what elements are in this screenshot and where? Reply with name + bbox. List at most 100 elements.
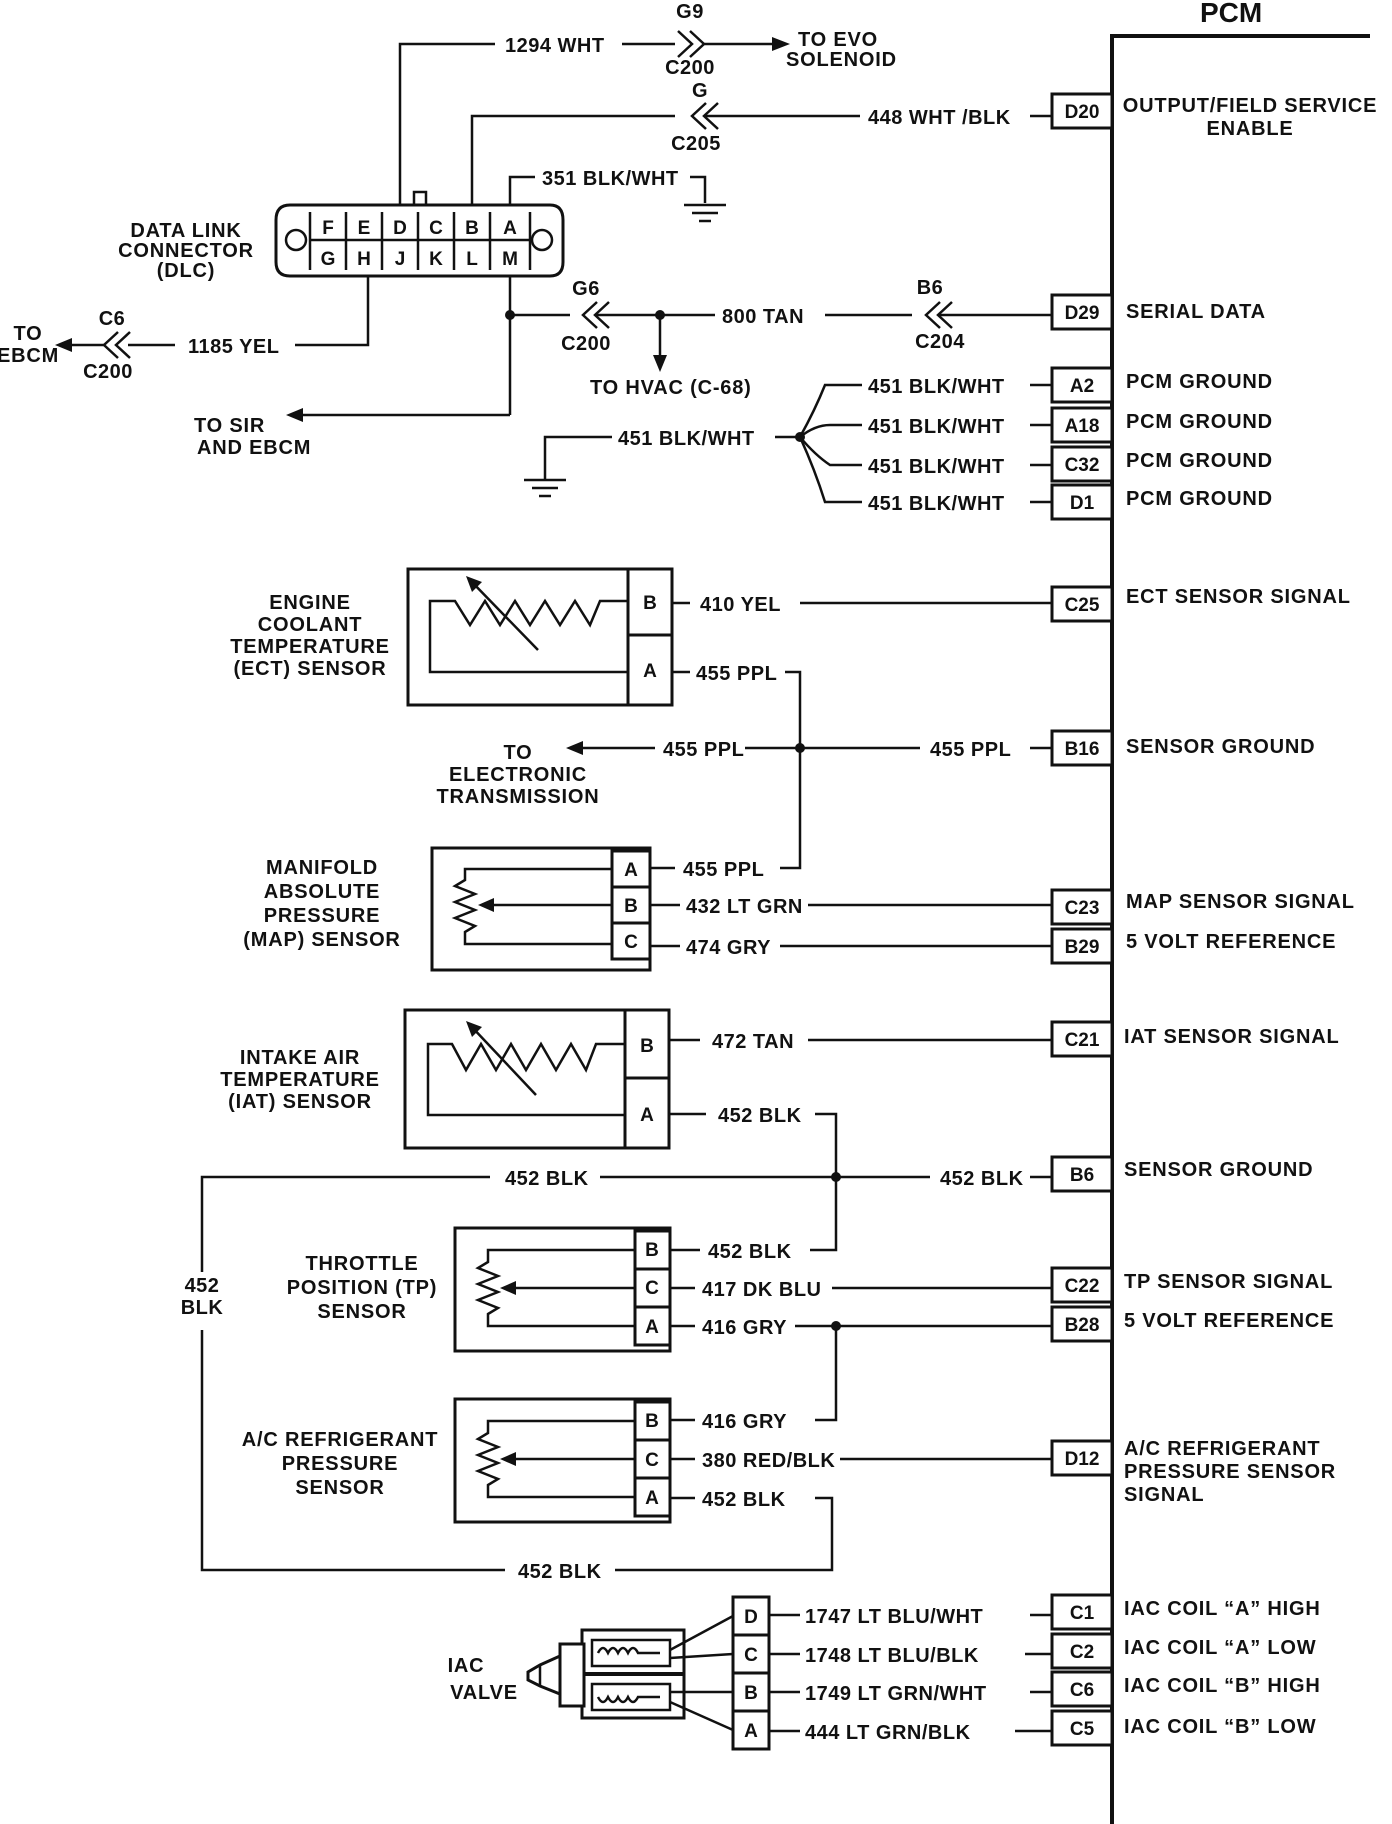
pcm-signal-name: ENABLE	[1206, 118, 1293, 140]
sensor-label: SENSOR	[295, 1477, 384, 1499]
sensor-label: (MAP) SENSOR	[243, 929, 400, 951]
dlc-pin-label: A	[503, 218, 517, 239]
wire-451-branch	[798, 436, 862, 504]
wire-label: 452	[185, 1275, 220, 1297]
sensor-label: (ECT) SENSOR	[234, 658, 387, 680]
sensor-pin-label: A	[624, 860, 638, 881]
pcm-pin-box	[1050, 888, 1114, 926]
sensor-pin-label: B	[640, 1036, 654, 1057]
wire-label: 452 BLK	[708, 1241, 792, 1263]
sensor-pin-label: C	[645, 1450, 659, 1471]
wire-label: 455 PPL	[930, 739, 1011, 761]
sensor-label: THROTTLE	[305, 1253, 418, 1275]
pcm-pin-box	[1050, 1439, 1114, 1477]
wire-451	[543, 435, 612, 480]
arrowhead	[772, 37, 790, 51]
potentiometer-symbol	[474, 1248, 635, 1328]
wire-452	[200, 1330, 505, 1572]
wire-452	[615, 1496, 834, 1572]
iac-valve-flange	[558, 1642, 586, 1708]
wire-416	[815, 1326, 838, 1422]
wire-label: 417 DK BLU	[702, 1279, 821, 1301]
sensor-label: PRESSURE	[264, 905, 380, 927]
pcm-pin-label: C23	[1065, 898, 1100, 919]
ect-sensor: B A ENGINE COOLANT TEMPERATURE (ECT) SEN…	[230, 567, 1052, 870]
map-sensor: A B C MANIFOLD ABSOLUTE PRESSURE (MAP) S…	[243, 846, 1052, 972]
iac-coil-a	[590, 1638, 672, 1668]
pcm-ground-circuit: 451 BLK/WHT 451 BLK/WHT 451 BLK/WHT 451 …	[524, 376, 1052, 515]
sensor-ground-452: 452 BLK 452 BLK 452 BLK 452 BLK	[181, 1168, 1052, 1583]
iat-pin-a	[623, 1076, 671, 1150]
wire-label: 1749 LT GRN/WHT	[805, 1683, 987, 1705]
variable-arrow	[469, 579, 539, 651]
wire-label: 451 BLK/WHT	[868, 376, 1005, 398]
pcm-signal-name: IAC COIL “A” HIGH	[1124, 1598, 1321, 1620]
pcm-pin-label: C1	[1070, 1603, 1095, 1624]
pcm-signal-name: PCM GROUND	[1126, 411, 1273, 433]
connector-label: G9	[676, 1, 704, 23]
wire-label: 452 BLK	[518, 1561, 602, 1583]
destination-label: TO EVO	[798, 29, 878, 51]
wire-351	[508, 175, 535, 205]
dlc-label: DATA LINK	[130, 220, 241, 242]
wire-label: 432 LT GRN	[686, 896, 803, 918]
pcm-pin-label: A2	[1070, 376, 1094, 397]
potentiometer-symbol	[451, 867, 612, 946]
pcm-signal-name: TP SENSOR SIGNAL	[1124, 1271, 1333, 1293]
arrowhead	[466, 576, 482, 592]
wire-label: 1185 YEL	[188, 336, 279, 358]
wire-label: 416 GRY	[702, 1411, 787, 1433]
map-pin-c	[610, 921, 652, 961]
connector-label: C200	[561, 333, 611, 355]
wire-label: 800 TAN	[722, 306, 804, 328]
sensor-pin-label: C	[645, 1278, 659, 1299]
pcm-signal-name: PCM GROUND	[1126, 450, 1273, 472]
wire-label: 451 BLK/WHT	[868, 493, 1005, 515]
dlc-connector: F E D C B A G H J K L M DATA LINK CONNEC…	[118, 190, 565, 282]
wire-label: 1748 LT BLU/BLK	[805, 1645, 979, 1667]
connector-label: G	[692, 80, 708, 102]
sensor-label: TEMPERATURE	[230, 636, 390, 658]
wire-label: 455 PPL	[663, 739, 744, 761]
connector-label: C6	[99, 308, 126, 330]
sensor-pin-label: B	[645, 1411, 659, 1432]
pcm-pin-box	[1050, 1593, 1114, 1631]
wire-452	[200, 1175, 490, 1272]
wire-452	[810, 1112, 838, 1252]
connector-label: C200	[83, 361, 133, 383]
coil-winding	[596, 1694, 660, 1704]
variable-arrow	[469, 1024, 537, 1096]
pcm-pin-label: B29	[1065, 937, 1100, 958]
wire-label: 455 PPL	[696, 663, 777, 685]
iat-sensor: B A INTAKE AIR TEMPERATURE (IAT) SENSOR …	[220, 1008, 1052, 1252]
iac-valve: D C B A IAC VALVE 1747 LT BLU/WHT 1748 L…	[448, 1595, 1052, 1751]
wire-label: 1294 WHT	[505, 35, 605, 57]
pcm-signal-name: SENSOR GROUND	[1124, 1159, 1313, 1181]
dlc-pin-label: J	[395, 249, 406, 270]
potentiometer-symbol	[474, 1419, 635, 1499]
inline-connector-symbol	[677, 30, 706, 58]
pcm-pin-label: D20	[1065, 102, 1100, 123]
connector-label: C204	[915, 331, 965, 353]
dlc-pin-label: L	[466, 249, 478, 270]
pcm-signal-name: MAP SENSOR SIGNAL	[1126, 891, 1355, 913]
sensor-pin-label: A	[640, 1105, 654, 1126]
sensor-pin-label: C	[744, 1645, 758, 1666]
wire-label: 1747 LT BLU/WHT	[805, 1606, 983, 1628]
ac-pressure-sensor: B C A A/C REFRIGERANT PRESSURE SENSOR 41…	[242, 1397, 1052, 1524]
arrowhead	[478, 898, 494, 912]
arrowhead	[286, 408, 303, 422]
pcm-pin-label: C21	[1065, 1030, 1100, 1051]
sensor-pin-label: C	[624, 932, 638, 953]
sensor-pin-label: B	[744, 1683, 758, 1704]
destination-label: TO SIR	[194, 415, 265, 437]
pcm-pin-label: D12	[1065, 1449, 1100, 1470]
sensor-pin-label: A	[645, 1317, 659, 1338]
pcm-signal-name: OUTPUT/FIELD SERVICE	[1123, 95, 1378, 117]
sensor-label: TEMPERATURE	[220, 1069, 380, 1091]
dlc-pin-label: H	[357, 249, 371, 270]
wire-448	[470, 114, 675, 205]
pcm-pin-label: B28	[1065, 1315, 1100, 1336]
wire-351	[690, 175, 707, 203]
pcm-pin-box	[1050, 729, 1114, 767]
